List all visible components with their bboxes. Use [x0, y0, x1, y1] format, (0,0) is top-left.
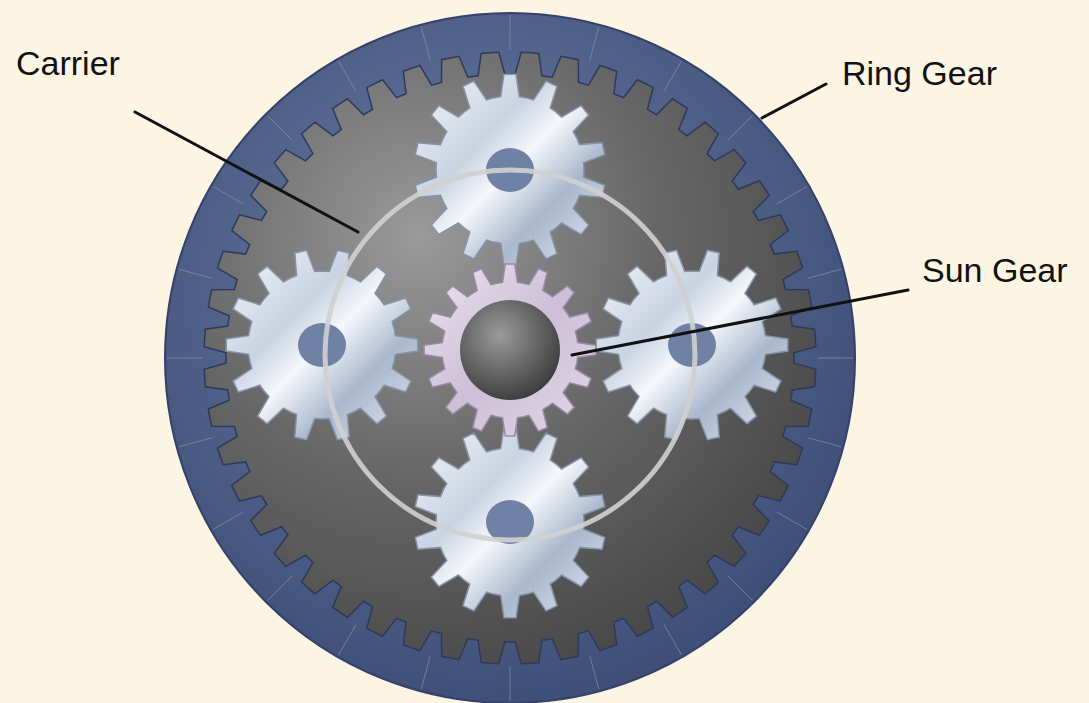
sun-hub	[460, 300, 560, 400]
leader-line	[135, 112, 358, 232]
rim-mark	[510, 15, 511, 50]
part-label: Sun Gear	[922, 252, 1068, 289]
part-label: Carrier	[16, 45, 120, 82]
rim-mark	[213, 512, 243, 530]
rim-mark	[179, 269, 213, 278]
leader-lines	[135, 84, 908, 355]
rim-mark	[590, 27, 599, 61]
rim-mark	[268, 116, 293, 141]
rim-mark	[339, 61, 357, 91]
planet-gear	[415, 426, 604, 618]
rim-mark	[808, 438, 842, 447]
rim-mark	[510, 666, 511, 701]
rim-mark	[728, 116, 753, 141]
planet-hole	[298, 323, 346, 367]
leader-line	[762, 84, 826, 118]
rim-mark	[777, 512, 807, 530]
sun-gear	[424, 264, 596, 436]
rim-marks	[167, 15, 853, 701]
rim-mark	[179, 438, 213, 447]
carrier-ring	[325, 170, 695, 540]
rim-mark	[268, 576, 293, 601]
rim-mark	[339, 625, 357, 655]
rim-mark	[590, 656, 599, 690]
rim-mark	[728, 576, 753, 601]
rim-mark	[421, 656, 430, 690]
rim-mark	[818, 358, 853, 359]
gears	[226, 74, 788, 618]
rim-mark	[808, 269, 842, 278]
rim-mark	[167, 358, 202, 359]
rim-mark	[213, 187, 243, 205]
rim-mark	[777, 187, 807, 205]
rim-mark	[664, 625, 682, 655]
leader-line	[572, 290, 908, 355]
part-label: Ring Gear	[842, 55, 997, 92]
ring-gear-teeth	[204, 52, 816, 664]
ring-gear-rim	[165, 13, 855, 703]
rim-mark	[421, 27, 430, 61]
rim-mark	[664, 61, 682, 91]
planet-gear	[226, 250, 418, 439]
